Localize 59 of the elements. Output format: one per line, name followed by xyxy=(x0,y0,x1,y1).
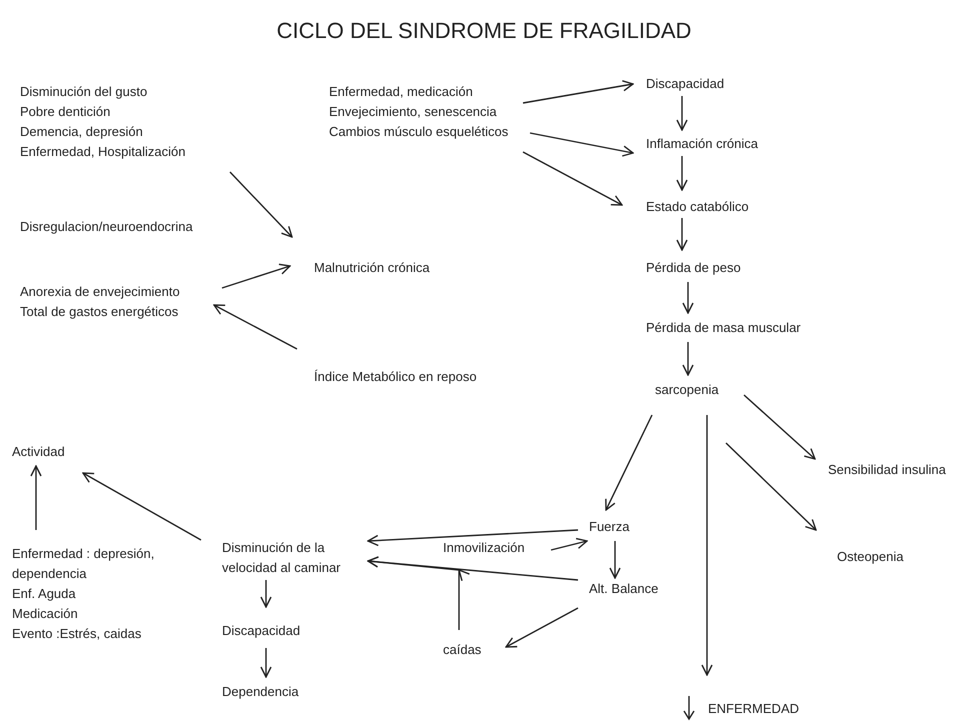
arrow xyxy=(367,556,470,630)
node-text: Pérdida de peso xyxy=(646,259,741,277)
diagram-title: CICLO DEL SINDROME DE FRAGILIDAD xyxy=(276,18,692,44)
arrow xyxy=(505,607,578,648)
node-text: ENFERMEDAD xyxy=(708,700,800,718)
arrow xyxy=(260,580,272,608)
arrow xyxy=(609,541,621,579)
node-text: Índice Metabólico en reposo xyxy=(314,368,477,386)
node-text: Osteopenia xyxy=(837,548,904,566)
arrow xyxy=(222,264,291,289)
node-text: Sensibilidad insulina xyxy=(828,461,946,479)
node-text: Anorexia de envejecimiento xyxy=(20,283,180,301)
node-text: Pérdida de masa muscular xyxy=(646,319,801,337)
node-text: Alt. Balance xyxy=(589,580,658,598)
node-text: Envejecimiento, senescencia xyxy=(329,103,498,121)
node-text: Enf. Aguda xyxy=(12,585,77,603)
arrow xyxy=(522,151,623,206)
node-text: Estado catabólico xyxy=(646,198,749,216)
node-text: Cambios músculo esqueléticos xyxy=(329,123,508,141)
node-text: Enfermedad, medicación xyxy=(329,83,474,101)
arrow xyxy=(260,648,272,678)
arrow xyxy=(230,172,293,238)
node-text: Enfermedad : depresión, dependencia xyxy=(12,545,156,583)
arrow xyxy=(701,415,713,676)
arrow xyxy=(522,80,634,104)
arrow xyxy=(530,132,634,157)
node-text: Total de gastos energéticos xyxy=(20,303,180,321)
arrow xyxy=(550,538,588,551)
arrow xyxy=(676,96,688,131)
arrow xyxy=(367,529,578,546)
node-text: Medicación xyxy=(12,605,79,623)
node-text: Demencia, depresión xyxy=(20,123,144,141)
node-text: Fuerza xyxy=(589,518,630,536)
arrow xyxy=(726,442,817,531)
arrow xyxy=(213,304,298,350)
node-text: Inflamación crónica xyxy=(646,135,758,153)
arrow xyxy=(82,472,202,541)
arrow xyxy=(682,282,694,314)
node-text: caídas xyxy=(443,641,482,659)
arrow xyxy=(682,342,694,376)
node-text: Disminución de la velocidad al caminar xyxy=(222,539,342,577)
arrow xyxy=(367,556,578,581)
node-text: Pobre dentición xyxy=(20,103,112,121)
arrow xyxy=(744,394,816,460)
node-text: Discapacidad xyxy=(222,622,300,640)
arrow xyxy=(676,218,688,251)
node-text: Enfermedad, Hospitalización xyxy=(20,143,186,161)
arrow xyxy=(605,414,653,511)
arrow xyxy=(30,465,42,530)
node-text: Inmovilización xyxy=(443,539,525,557)
node-text: sarcopenia xyxy=(655,381,719,399)
node-text: Dependencia xyxy=(222,683,299,701)
node-text: Disminución del gusto xyxy=(20,83,148,101)
note-text: Disregulacion/neuroendocrina xyxy=(20,218,193,236)
node-text: Actividad xyxy=(12,443,65,461)
node-text: Discapacidad xyxy=(646,75,724,93)
node-text: Malnutrición crónica xyxy=(314,259,430,277)
node-text: Evento :Estrés, caidas xyxy=(12,625,142,643)
arrow xyxy=(676,156,688,191)
